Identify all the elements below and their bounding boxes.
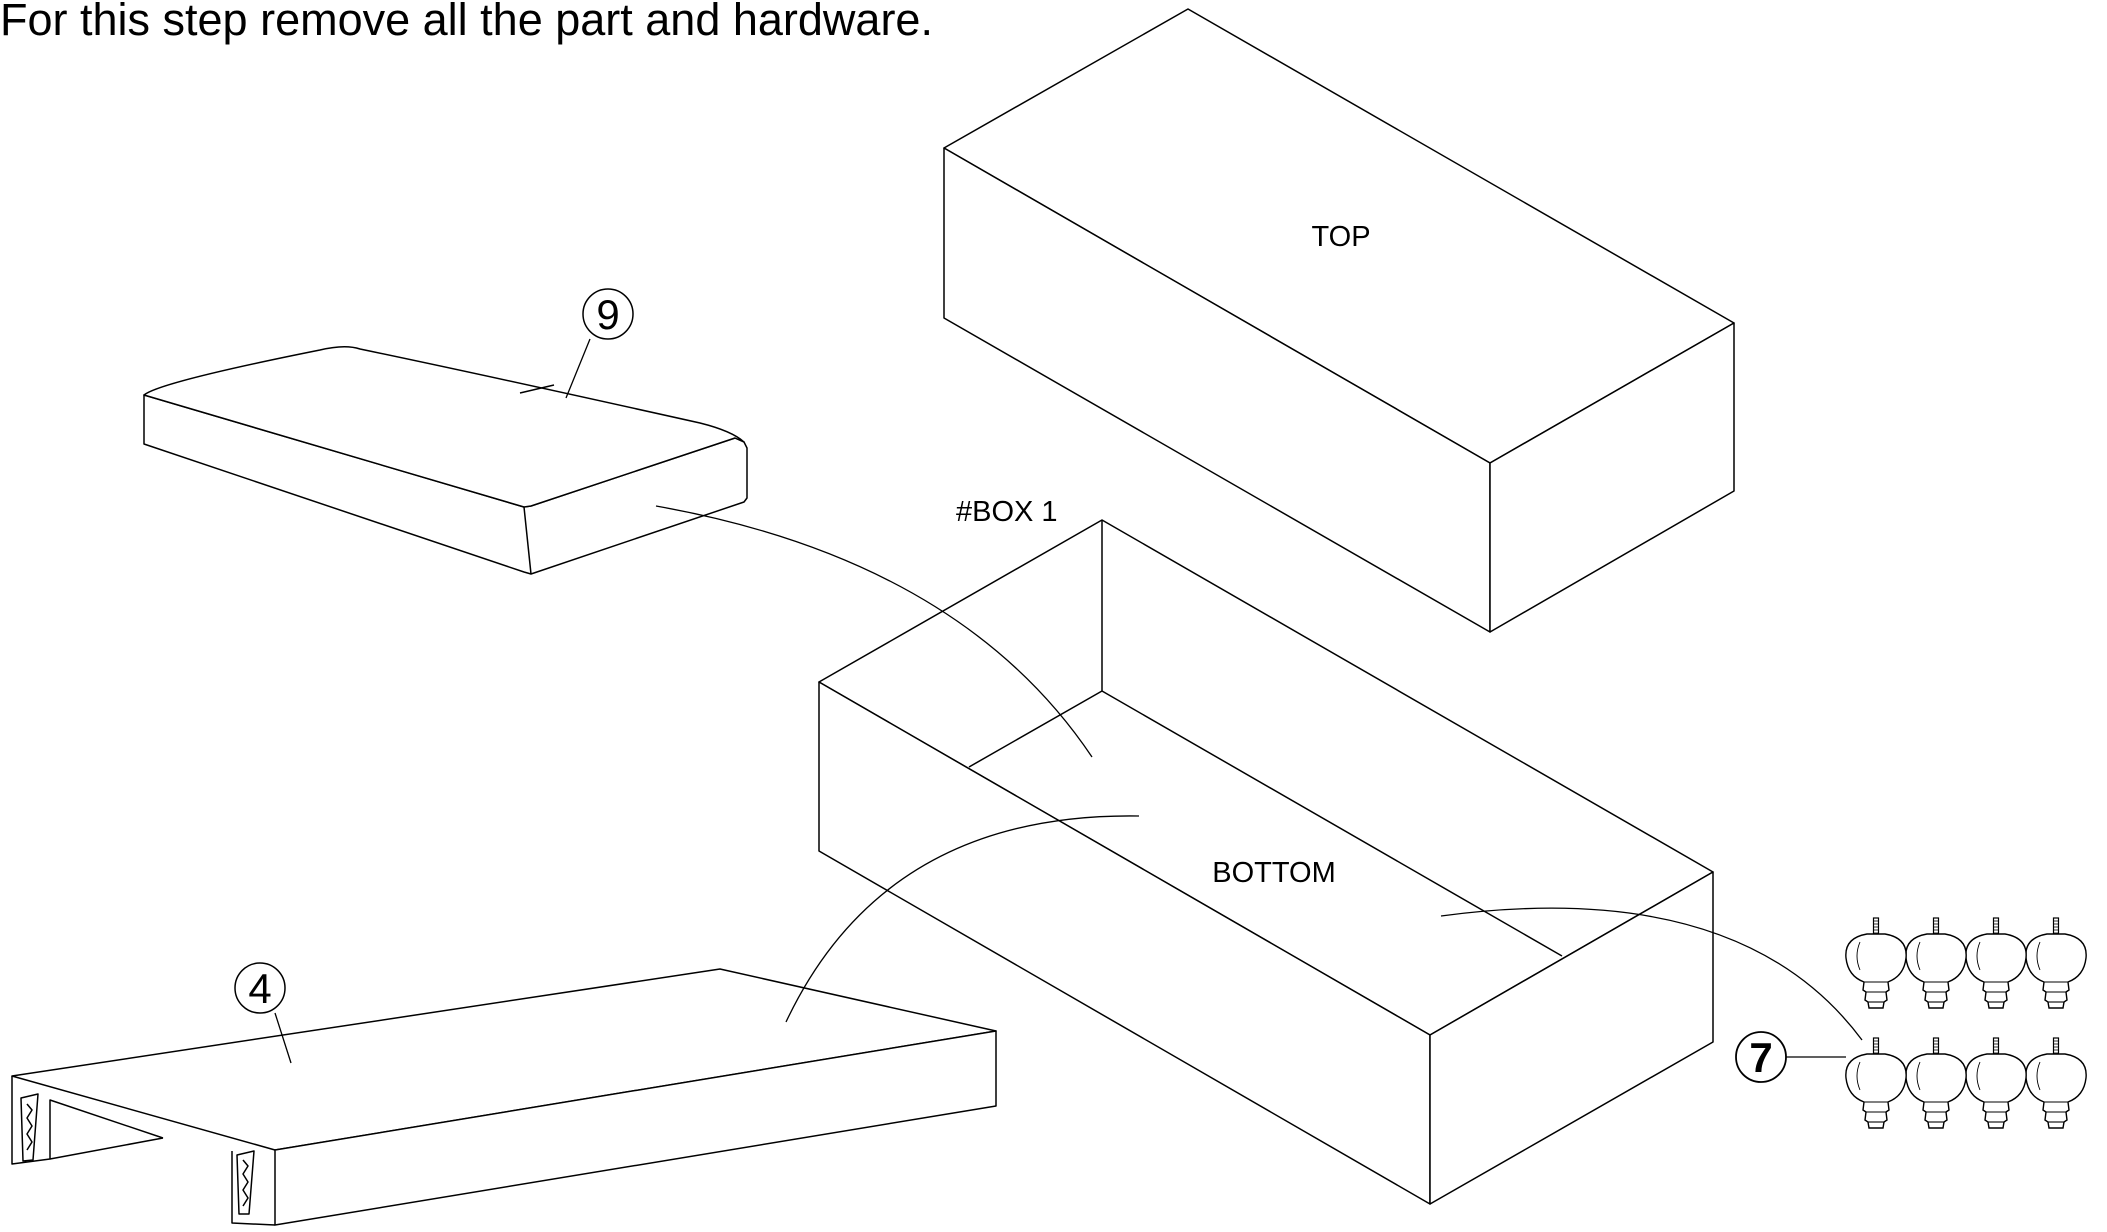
part-cushion: 9 <box>143 288 748 575</box>
leg <box>2025 917 2087 1009</box>
leader-cushion <box>655 505 1093 758</box>
corner-bracket-left <box>20 1093 39 1162</box>
part-seat-frame: 4 <box>11 962 997 1226</box>
leg <box>1905 1037 1967 1129</box>
box-bottom-label: BOTTOM <box>1212 857 1336 889</box>
callout-9: 9 <box>596 291 619 338</box>
box-bottom: BOTTOM #BOX 1 <box>818 496 1714 1205</box>
box-number-label: #BOX 1 <box>956 496 1058 528</box>
leader-lines <box>655 505 1863 1041</box>
leg <box>1965 917 2027 1009</box>
leg <box>1845 917 1907 1009</box>
corner-bracket-right <box>236 1150 255 1215</box>
leg <box>1845 1037 1907 1129</box>
leader-seat-frame <box>785 815 1140 1023</box>
instruction-text: For this step remove all the part and ha… <box>0 0 933 45</box>
leg <box>1965 1037 2027 1129</box>
callout-7: 7 <box>1749 1034 1772 1081</box>
callout-4: 4 <box>248 965 271 1012</box>
leg <box>2025 1037 2087 1129</box>
leader-legs <box>1440 907 1863 1041</box>
box-top: TOP <box>943 8 1735 633</box>
box-top-label: TOP <box>1311 221 1370 253</box>
leg <box>1905 917 1967 1009</box>
part-legs: 7 <box>1735 917 2087 1129</box>
